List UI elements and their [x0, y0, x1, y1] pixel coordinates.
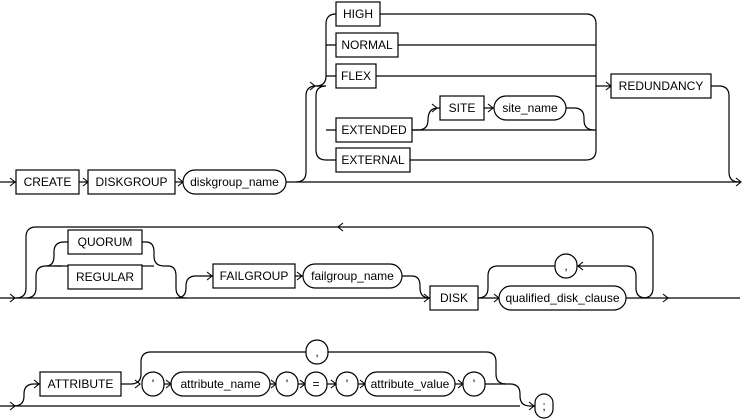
quorum-keyword: QUORUM	[67, 229, 143, 255]
quote-3-terminal: '	[335, 371, 359, 397]
high-keyword: HIGH	[335, 1, 381, 27]
quote-4-label: '	[473, 377, 475, 391]
regular-label: REGULAR	[76, 270, 134, 284]
quote-1-label: '	[152, 377, 154, 391]
disk-label: DISK	[440, 291, 468, 305]
attribute-name-placeholder: attribute_name	[170, 371, 271, 397]
external-label: EXTERNAL	[341, 153, 405, 167]
quorum-label: QUORUM	[78, 235, 133, 249]
disk-keyword: DISK	[429, 285, 479, 311]
attribute-label: ATTRIBUTE	[48, 377, 114, 391]
attribute-keyword: ATTRIBUTE	[39, 371, 122, 397]
equals-label: =	[312, 377, 319, 391]
failgroup-name-label: failgroup_name	[311, 269, 394, 283]
diskgroup-label: DISKGROUP	[95, 175, 167, 189]
failgroup-label: FAILGROUP	[220, 269, 289, 283]
site-name-label: site_name	[502, 101, 558, 115]
comma-1-label: ,	[564, 259, 567, 273]
high-label: HIGH	[343, 7, 373, 21]
create-keyword: CREATE	[15, 169, 80, 195]
site-keyword: SITE	[439, 95, 485, 121]
failgroup-keyword: FAILGROUP	[212, 263, 296, 289]
redundancy-keyword: REDUNDANCY	[610, 73, 712, 99]
attribute-name-label: attribute_name	[180, 377, 260, 391]
failgroup-name-placeholder: failgroup_name	[302, 263, 403, 289]
regular-keyword: REGULAR	[67, 264, 143, 290]
row-2-lines	[0, 226, 740, 299]
create-label: CREATE	[24, 175, 72, 189]
normal-keyword: NORMAL	[335, 32, 399, 58]
flex-label: FLEX	[341, 69, 371, 83]
quote-2-terminal: '	[275, 371, 299, 397]
semicolon-terminal: ;	[534, 393, 554, 419]
comma-2-label: ,	[315, 345, 318, 359]
extended-label: EXTENDED	[341, 123, 407, 137]
comma-separator-1: ,	[554, 253, 578, 279]
flex-keyword: FLEX	[335, 63, 377, 89]
quote-4-terminal: '	[462, 371, 486, 397]
diskgroup-keyword: DISKGROUP	[87, 169, 176, 195]
row-1-lines	[0, 13, 740, 183]
quote-3-label: '	[346, 377, 348, 391]
attribute-value-placeholder: attribute_value	[364, 371, 456, 397]
normal-label: NORMAL	[341, 38, 393, 52]
comma-separator-2: ,	[305, 339, 329, 365]
semicolon-label: ;	[542, 399, 545, 413]
attribute-value-label: attribute_value	[371, 377, 450, 391]
external-keyword: EXTERNAL	[335, 147, 411, 173]
qualified-disk-clause-placeholder: qualified_disk_clause	[498, 285, 627, 311]
extended-keyword: EXTENDED	[335, 117, 413, 143]
redundancy-label: REDUNDANCY	[619, 79, 704, 93]
diskgroup-name-label: diskgroup_name	[190, 175, 279, 189]
site-label: SITE	[449, 101, 476, 115]
equals-terminal: =	[304, 371, 328, 397]
qualified-disk-clause-label: qualified_disk_clause	[505, 291, 619, 305]
quote-2-label: '	[286, 377, 288, 391]
quote-1-terminal: '	[141, 371, 165, 397]
diskgroup-name-placeholder: diskgroup_name	[182, 169, 287, 195]
site-name-placeholder: site_name	[493, 95, 567, 121]
